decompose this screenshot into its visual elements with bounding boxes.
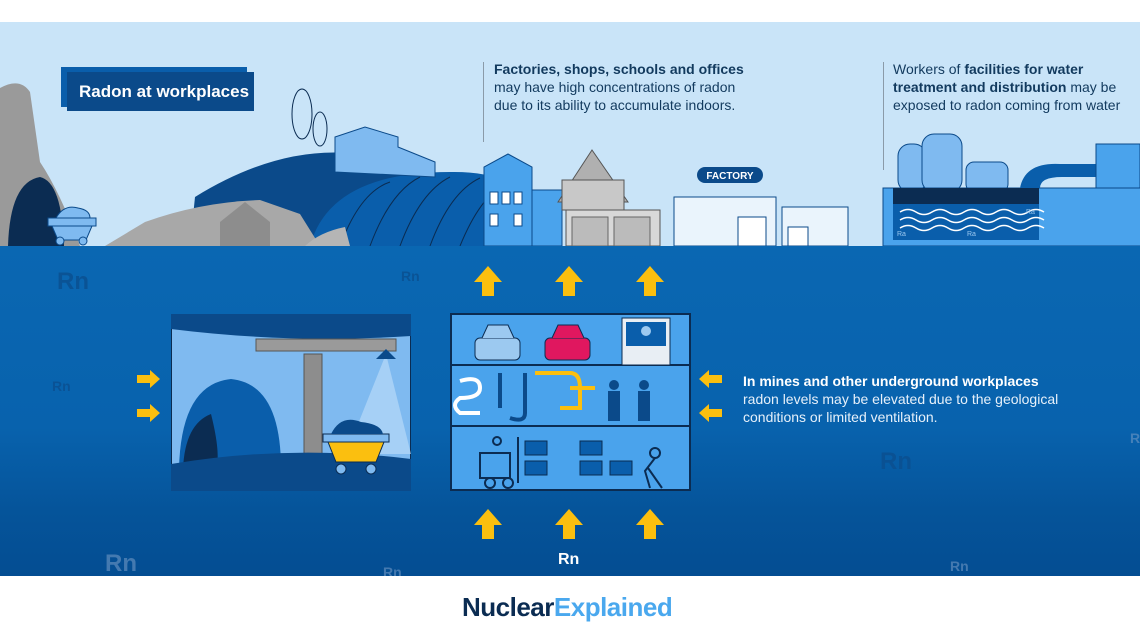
factory-sign-label: FACTORY [706, 171, 754, 182]
tree-icon [291, 88, 313, 140]
caption-text: may be [1066, 79, 1117, 95]
radon-label: Rn [57, 268, 89, 295]
box [524, 460, 548, 476]
tree-icon [312, 111, 328, 147]
radium-label: Ra [897, 231, 906, 238]
hill-house [334, 126, 436, 178]
caption-text: Workers of [893, 61, 965, 77]
mine-cart-icon [47, 206, 97, 246]
brand-logo: NuclearExplained [462, 592, 673, 623]
water-treatment-plant: Ra Ra Ra [882, 133, 1140, 247]
radon-label: Rn [52, 378, 71, 394]
title-box: Radon at workplaces [61, 67, 254, 111]
garage-house [557, 149, 661, 247]
footer [0, 576, 1140, 640]
caption-heading: In mines and other underground workplace… [743, 373, 1039, 389]
caption-text: conditions or limited ventilation. [743, 409, 938, 425]
person-icon [641, 326, 651, 336]
mine-entrance [8, 177, 64, 246]
caption-text: radon levels may be elevated due to the … [743, 391, 1059, 407]
box [609, 460, 633, 476]
page-title: Radon at workplaces [67, 72, 254, 111]
caption-text: exposed to radon coming from water [893, 97, 1121, 113]
box [524, 440, 548, 456]
caption-heading: Factories, shops, schools and offices [494, 61, 744, 77]
lamp-icon [376, 349, 396, 359]
radon-label: Rn [105, 550, 137, 576]
pipe-white [453, 377, 483, 415]
townhouse [483, 153, 563, 247]
mine-cart-icon [322, 419, 390, 475]
box [579, 440, 603, 456]
caption-heading: treatment and distribution [893, 79, 1067, 95]
radon-source-label: Rn [558, 551, 580, 568]
divider [883, 62, 884, 170]
wooden-support [303, 353, 323, 465]
person-lifting-icon [643, 447, 663, 489]
box [579, 460, 603, 476]
water-caption: Workers of facilities for water treatmen… [893, 60, 1140, 114]
caption-text: may have high concentrations of radon [494, 79, 736, 95]
factory-sign [697, 167, 763, 183]
radon-label: Rn [880, 448, 912, 475]
building-cross-section [450, 313, 691, 491]
divider [483, 62, 484, 142]
forklift-icon [479, 436, 519, 489]
radium-label: Ra [967, 231, 976, 238]
car-icon [474, 324, 521, 361]
workers-icon [608, 380, 650, 421]
pipe-dark [498, 373, 527, 422]
radium-label: Ra [1026, 209, 1035, 216]
radon-label: Rn [950, 558, 969, 574]
radon-label: Rn [1130, 430, 1140, 446]
brand-part: Explained [553, 592, 673, 622]
mine-scene [171, 314, 411, 491]
surface-illustration: FACTORY Ra Ra Ra [0, 83, 1140, 247]
radon-label: Rn [383, 564, 402, 576]
water-pipe [1020, 163, 1100, 188]
pipe-yellow [535, 371, 595, 410]
factory-building: FACTORY [673, 167, 849, 247]
car-icon [544, 324, 591, 361]
radon-label: Rn [401, 268, 420, 284]
buildings-caption: Factories, shops, schools and offices ma… [494, 60, 794, 114]
brand-part: Nuclear [462, 592, 554, 622]
caption-text: due to its ability to accumulate indoors… [494, 97, 736, 113]
underground-caption: In mines and other underground workplace… [743, 372, 1123, 426]
caption-heading: facilities for water [964, 61, 1084, 77]
